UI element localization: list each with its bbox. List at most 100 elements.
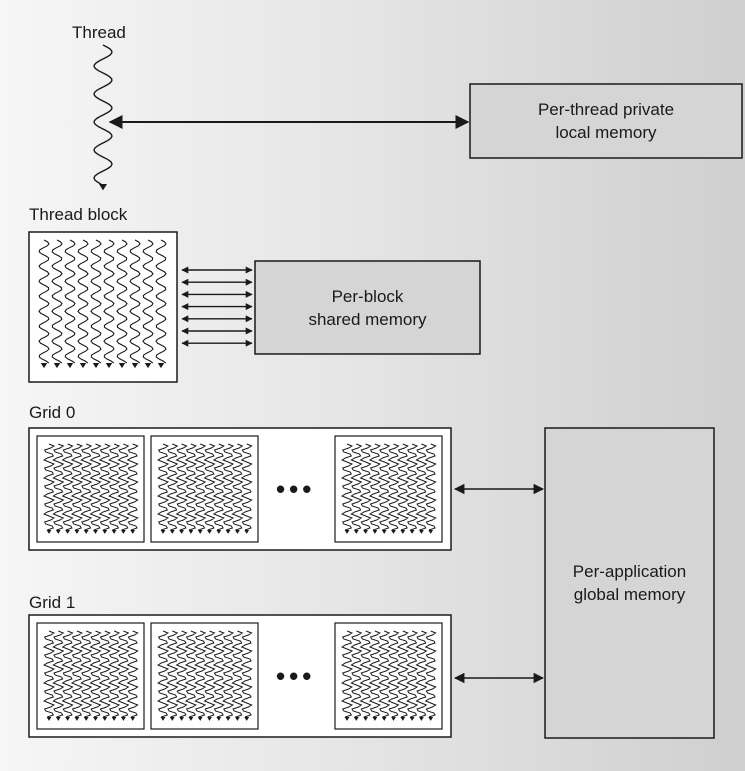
grid-thread-wave bbox=[117, 443, 130, 534]
grid-thread-wave bbox=[396, 630, 409, 721]
grid-thread-wave bbox=[231, 630, 244, 721]
grid-thread-wave bbox=[240, 630, 253, 721]
global-memory-box bbox=[544, 427, 715, 739]
thread-label: Thread bbox=[72, 23, 126, 42]
block-thread-wave bbox=[38, 239, 50, 369]
grid-thread-wave bbox=[350, 443, 363, 534]
thread-wave bbox=[93, 44, 113, 191]
thread-block-label: Thread block bbox=[29, 205, 128, 224]
grid-thread-wave bbox=[359, 630, 372, 721]
grid-thread-wave bbox=[52, 443, 65, 534]
grid-thread-wave bbox=[126, 630, 139, 721]
private-memory-line2: local memory bbox=[555, 123, 657, 142]
grid-thread-wave bbox=[52, 630, 65, 721]
block-thread-wave bbox=[51, 239, 63, 369]
grid-thread-wave bbox=[194, 630, 207, 721]
grid0-ellipsis: ••• bbox=[276, 474, 316, 504]
grid-thread-wave bbox=[340, 630, 354, 721]
grid-thread-wave bbox=[70, 630, 83, 721]
grid-thread-wave bbox=[42, 443, 56, 534]
grid-thread-wave bbox=[203, 443, 216, 534]
shared-memory-line2: shared memory bbox=[308, 309, 427, 329]
grid1-blocks bbox=[36, 622, 443, 730]
thread-block-box bbox=[28, 231, 178, 383]
block-thread-wave bbox=[155, 239, 167, 369]
grid-thread-block bbox=[36, 622, 145, 730]
grid-thread-wave bbox=[212, 630, 225, 721]
block-thread-wave bbox=[77, 239, 89, 369]
grid-thread-wave bbox=[42, 630, 56, 721]
grid-thread-wave bbox=[166, 443, 179, 534]
grid1-ellipsis: ••• bbox=[276, 661, 316, 691]
grid-thread-wave bbox=[231, 443, 244, 534]
grid-thread-wave bbox=[184, 630, 197, 721]
grid-thread-wave bbox=[80, 443, 93, 534]
grid-thread-wave bbox=[156, 443, 170, 534]
grid-thread-wave bbox=[359, 443, 372, 534]
grid-thread-wave bbox=[368, 630, 381, 721]
shared-memory-arrows bbox=[181, 266, 253, 347]
grid-thread-wave bbox=[203, 630, 216, 721]
grid-thread-wave bbox=[89, 630, 102, 721]
grid1-label: Grid 1 bbox=[29, 593, 76, 612]
grid-thread-wave bbox=[424, 630, 437, 721]
grid-thread-wave bbox=[126, 443, 139, 534]
grid-thread-wave bbox=[117, 630, 130, 721]
grid-thread-wave bbox=[222, 630, 235, 721]
grid-thread-block bbox=[150, 622, 259, 730]
grid-thread-block bbox=[334, 435, 443, 543]
grid-thread-wave bbox=[70, 443, 83, 534]
grid-thread-wave bbox=[194, 443, 207, 534]
shared-memory-box bbox=[254, 260, 481, 355]
grid-thread-wave bbox=[80, 630, 93, 721]
grid-thread-wave bbox=[350, 630, 363, 721]
thread-block-threads bbox=[38, 239, 167, 369]
grid-thread-wave bbox=[406, 630, 419, 721]
grid-thread-wave bbox=[378, 443, 391, 534]
shared-memory-line1: Per-block bbox=[331, 286, 404, 306]
block-thread-wave bbox=[103, 239, 115, 369]
grid-thread-wave bbox=[222, 443, 235, 534]
grid-thread-wave bbox=[61, 630, 74, 721]
grid-thread-wave bbox=[184, 443, 197, 534]
global-memory-label: Per-application global memory bbox=[545, 428, 714, 738]
grid-thread-wave bbox=[108, 630, 121, 721]
grid-thread-wave bbox=[396, 443, 409, 534]
block-thread-wave bbox=[142, 239, 154, 369]
grid-thread-wave bbox=[156, 630, 170, 721]
private-memory-line1: Per-thread private bbox=[537, 100, 675, 119]
grid-thread-wave bbox=[424, 443, 437, 534]
block-thread-wave bbox=[116, 239, 128, 369]
shared-memory-label: Per-block shared memory bbox=[255, 261, 480, 354]
grid-thread-wave bbox=[212, 443, 225, 534]
grid-thread-wave bbox=[98, 443, 111, 534]
grid-thread-wave bbox=[61, 443, 74, 534]
grid-thread-wave bbox=[240, 443, 253, 534]
private-memory-box bbox=[469, 83, 743, 159]
private-memory-label: Per-thread private local memory bbox=[470, 84, 742, 158]
grid-thread-wave bbox=[415, 443, 428, 534]
single-thread bbox=[93, 44, 113, 191]
grid-thread-wave bbox=[368, 443, 381, 534]
grid-thread-wave bbox=[89, 443, 102, 534]
global-memory-line2: global memory bbox=[573, 585, 686, 604]
global-memory-line1: Per-application bbox=[572, 562, 687, 581]
grid0-label: Grid 0 bbox=[29, 403, 76, 422]
grid-thread-block bbox=[150, 435, 259, 543]
grid-thread-wave bbox=[166, 630, 179, 721]
grid-thread-wave bbox=[98, 630, 111, 721]
grid0-blocks bbox=[36, 435, 443, 543]
grid-thread-wave bbox=[378, 630, 391, 721]
grid-thread-wave bbox=[387, 443, 400, 534]
grid-thread-block bbox=[334, 622, 443, 730]
grid-thread-wave bbox=[175, 443, 188, 534]
grid-thread-wave bbox=[175, 630, 188, 721]
grid-thread-wave bbox=[340, 443, 354, 534]
block-thread-wave bbox=[90, 239, 102, 369]
grid-thread-wave bbox=[108, 443, 121, 534]
block-thread-wave bbox=[129, 239, 141, 369]
grid-thread-block bbox=[36, 435, 145, 543]
grid-thread-wave bbox=[387, 630, 400, 721]
